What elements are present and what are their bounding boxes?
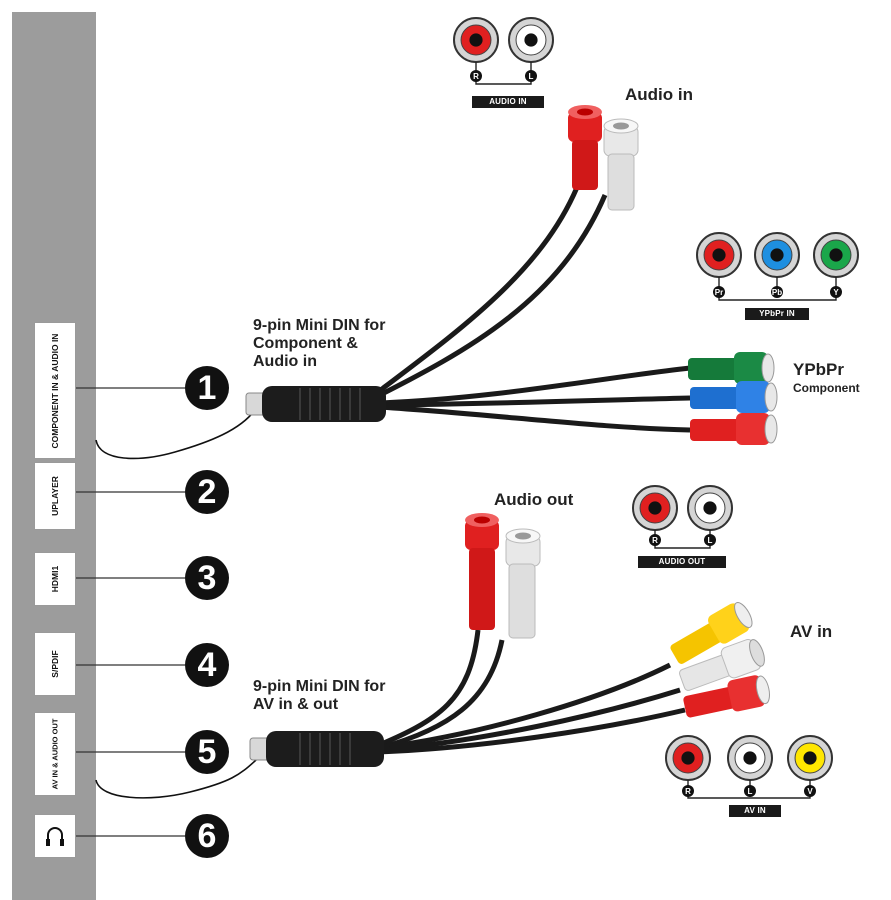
rca-plug-red (683, 675, 770, 718)
cable-1-caption-line-2: Component & (253, 334, 358, 352)
panel-label-text-1: COMPONENT IN & AUDIO IN (50, 333, 60, 448)
cable-1-wire-white (368, 194, 608, 403)
jack-letter-audio_in-r: R (473, 72, 479, 81)
jack-groups: R L Pr Pb Y R L R L V (453, 17, 859, 799)
jack-letter-badge-audio_in-l (525, 70, 537, 82)
jack-letter-ypbpr_in-pb: Pb (772, 288, 782, 297)
jack-letter-badge-ypbpr_in-y (830, 286, 842, 298)
rca-plug-green (688, 352, 775, 384)
cable-2 (249, 513, 770, 767)
cable-2-wire-white (377, 687, 681, 753)
headphone-icon (46, 827, 64, 846)
jack-letter-av_in-r: R (685, 787, 691, 796)
jack-letter-badge-audio_out-r (649, 534, 661, 546)
panel-label-text-5: AV IN & AUDIO OUT (50, 718, 60, 790)
cable-2-wire-yellow (377, 662, 672, 751)
jack-letter-ypbpr_in-y: Y (833, 288, 839, 297)
number-badge-2: 2 (185, 470, 229, 514)
rca-plug-white (679, 639, 765, 691)
audio-out-label: Audio out (494, 490, 574, 509)
jack-hole-audio_out-r (648, 501, 662, 515)
panel-label-text-2: UPLAYER (50, 476, 60, 516)
panel-label-headphone (34, 814, 76, 858)
tag-audio-in: AUDIO IN (472, 96, 544, 108)
leader-lines (76, 387, 185, 837)
rca-plug-audio-out-white (505, 528, 541, 639)
jack-bracket-audio_in (475, 76, 532, 85)
jack-hole-ypbpr_in-pr (712, 248, 726, 262)
rca-plug-yellow (670, 602, 753, 664)
tag-av-in: AV IN (729, 805, 781, 817)
rca-plug-audio-out-red (465, 513, 499, 630)
jack-letter-badge-audio_out-l (704, 534, 716, 546)
rca-plug-audio-in-red (568, 105, 602, 190)
panel-label-av-in-audio-out: AV IN & AUDIO OUT (34, 712, 76, 796)
number-badge-6: 6 (185, 814, 229, 858)
din-plug-2-body (266, 731, 384, 767)
jack-hole-av_in-v (803, 751, 817, 765)
rca-plug-red-component (690, 413, 778, 445)
av-in-label: AV in (790, 622, 833, 641)
cable-2-wire-audio-white (371, 639, 505, 753)
jack-letter-av_in-l: L (748, 787, 753, 796)
jack-letter-badge-ypbpr_in-pb (771, 286, 783, 298)
number-badge-3: 3 (185, 556, 229, 600)
audio-in-label: Audio in (625, 85, 693, 104)
jack-letter-badge-av_in-l (744, 785, 756, 797)
number-badge-5: 5 (185, 730, 229, 774)
number-badge-1: 1 (185, 366, 229, 410)
panel-cable-2 (95, 759, 257, 799)
jack-letter-audio_out-r: R (652, 536, 658, 545)
din-plug-1-body (262, 386, 386, 422)
jack-bracket-audio_out (654, 540, 711, 549)
jack-letter-badge-av_in-v (804, 785, 816, 797)
cable-1-caption-line-1: 9-pin Mini DIN for (253, 317, 386, 334)
cable-2-wire-audio-red (371, 629, 481, 751)
jack-letter-ypbpr_in-pr: Pr (715, 288, 723, 297)
cable-1-wire-redcomp (379, 404, 691, 433)
jack-letter-badge-audio_in-r (470, 70, 482, 82)
jack-hole-av_in-r (681, 751, 695, 765)
panel-label-spdif: S/PDIF (34, 632, 76, 696)
cable-2-caption-line-1: 9-pin Mini DIN for (253, 678, 386, 695)
cable-1-caption-line-3: Audio in (253, 352, 317, 370)
rca-plug-audio-in-white (603, 118, 639, 211)
cable-2-wire-red (377, 707, 686, 755)
rca-plug-blue (690, 381, 778, 413)
cable-1-wire-red (368, 179, 583, 400)
jack-hole-ypbpr_in-pb (770, 248, 784, 262)
cable-2-caption: 9-pin Mini DIN for AV in & out (253, 678, 385, 714)
cable-1 (245, 105, 778, 445)
jack-hole-audio_out-l (703, 501, 717, 515)
jack-letter-badge-ypbpr_in-pr (713, 286, 725, 298)
jack-hole-av_in-l (743, 751, 757, 765)
cable-1-wire-blue (379, 395, 691, 408)
tag-ypbpr-in: YPbPr IN (745, 308, 809, 320)
ypbpr-label: YPbPr (793, 360, 845, 379)
panel-label-component-audio-in: COMPONENT IN & AUDIO IN (34, 322, 76, 459)
jack-letter-audio_out-l: L (708, 536, 713, 545)
panel-label-uplayer: UPLAYER (34, 462, 76, 530)
jack-letter-av_in-v: V (807, 787, 813, 796)
panel-label-text-3: HDMI1 (50, 565, 60, 593)
component-label: Component (793, 381, 860, 395)
cable-1-wire-green (379, 365, 691, 406)
number-badge-4: 4 (185, 643, 229, 687)
jack-letter-audio_in-l: L (529, 72, 534, 81)
panel-cable-1 (95, 409, 256, 460)
panel-label-hdmi1: HDMI1 (34, 552, 76, 606)
cable-1-caption: 9-pin Mini DIN for Component & Audio in (253, 317, 385, 371)
jack-hole-audio_in-r (469, 33, 483, 47)
jack-hole-audio_in-l (524, 33, 538, 47)
cable-2-caption-line-2: AV in & out (253, 695, 339, 713)
jack-hole-ypbpr_in-y (829, 248, 843, 262)
jack-letter-badge-av_in-r (682, 785, 694, 797)
tag-audio-out: AUDIO OUT (638, 556, 726, 568)
panel-label-text-4: S/PDIF (50, 650, 60, 678)
